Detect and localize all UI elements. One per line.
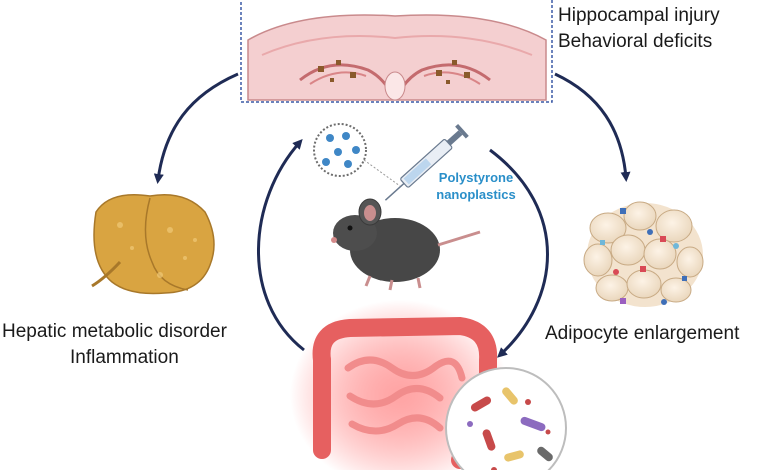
exposure-label-1: Polystyrone <box>438 170 514 185</box>
adipose-outcome-label: Adipocyte enlargement <box>545 323 740 344</box>
liver-outcome-label-2: Inflammation <box>70 347 179 368</box>
nanoparticles-icon <box>313 123 401 187</box>
mouse-icon <box>331 198 481 291</box>
adipose-tissue-icon <box>583 201 704 307</box>
arrow-exposure-to-gut <box>489 148 549 358</box>
microbiota-icon <box>445 367 567 475</box>
liver-icon <box>91 194 215 295</box>
brain-outcome-label-1: Hippocampal injury <box>558 5 720 26</box>
arrow-brain-to-adipose <box>554 72 631 182</box>
brain-outcome-label-2: Behavioral deficits <box>558 31 713 52</box>
exposure-label-2: nanoplastics <box>436 187 516 202</box>
arrow-brain-to-liver <box>153 72 239 184</box>
liver-outcome-label-1: Hepatic metabolic disorder <box>2 321 227 342</box>
arrow-gut-to-exposure <box>257 139 305 352</box>
brain-section-icon <box>240 0 553 103</box>
syringe-icon <box>384 123 469 201</box>
